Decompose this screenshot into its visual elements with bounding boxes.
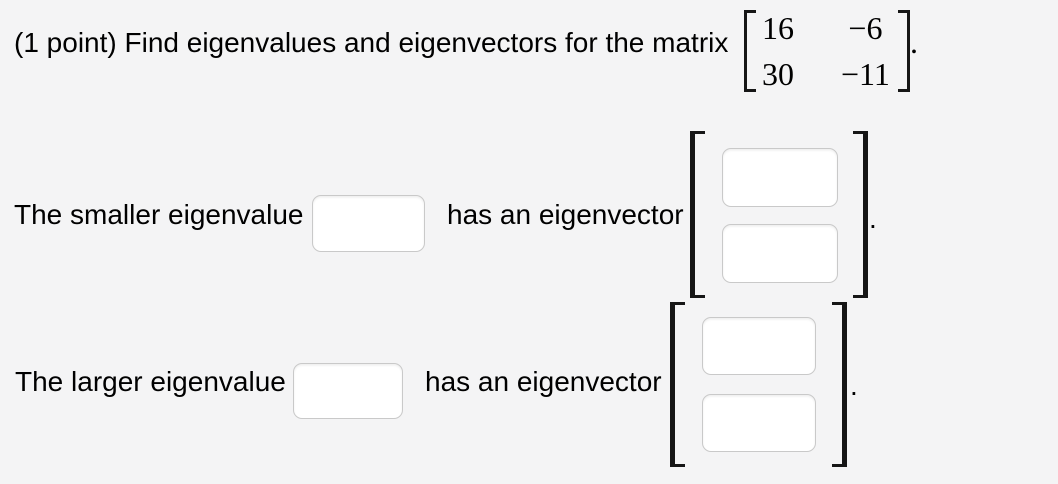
smaller-eigenvalue-label: The smaller eigenvalue <box>14 199 304 230</box>
smaller-mid-text: has an eigenvector <box>447 199 684 230</box>
matrix-cell-r1c1: −11 <box>841 56 890 92</box>
matrix-cell-r0c1: −6 <box>848 10 883 46</box>
smaller-eigenvector-input-2[interactable] <box>722 224 838 283</box>
larger-mid-text: has an eigenvector <box>425 366 662 397</box>
larger-eigenvector-input-1[interactable] <box>702 317 816 375</box>
larger-eigenvector-input-2[interactable] <box>702 394 816 452</box>
question-text: (1 point) Find eigenvalues and eigenvect… <box>14 27 729 58</box>
smaller-eigenvector-inputs <box>705 131 853 298</box>
larger-eigenvector <box>670 302 847 467</box>
vector-left-bracket-icon <box>670 302 685 467</box>
smaller-eigenvector <box>690 131 868 298</box>
vector-right-bracket-icon <box>832 302 847 467</box>
matrix-cells: 16 −6 30 −11 <box>762 10 890 92</box>
smaller-eigenvalue-input[interactable] <box>312 195 425 252</box>
vector-left-bracket-icon <box>690 131 705 298</box>
smaller-eigenvector-input-1[interactable] <box>722 148 838 207</box>
question-period: . <box>910 24 918 60</box>
matrix-right-bracket-icon <box>897 10 910 92</box>
smaller-sentence-period: . <box>869 203 877 234</box>
larger-eigenvector-inputs <box>685 302 832 467</box>
larger-sentence-period: . <box>850 370 858 401</box>
matrix-cell-r1c0: 30 <box>762 56 794 92</box>
larger-eigenvalue-label: The larger eigenvalue <box>15 366 286 397</box>
matrix-left-bracket-icon <box>744 10 756 92</box>
matrix-cell-r0c0: 16 <box>762 10 794 46</box>
coefficient-matrix: 16 −6 30 −11 <box>744 10 910 92</box>
vector-right-bracket-icon <box>853 131 868 298</box>
larger-eigenvalue-input[interactable] <box>293 363 403 419</box>
